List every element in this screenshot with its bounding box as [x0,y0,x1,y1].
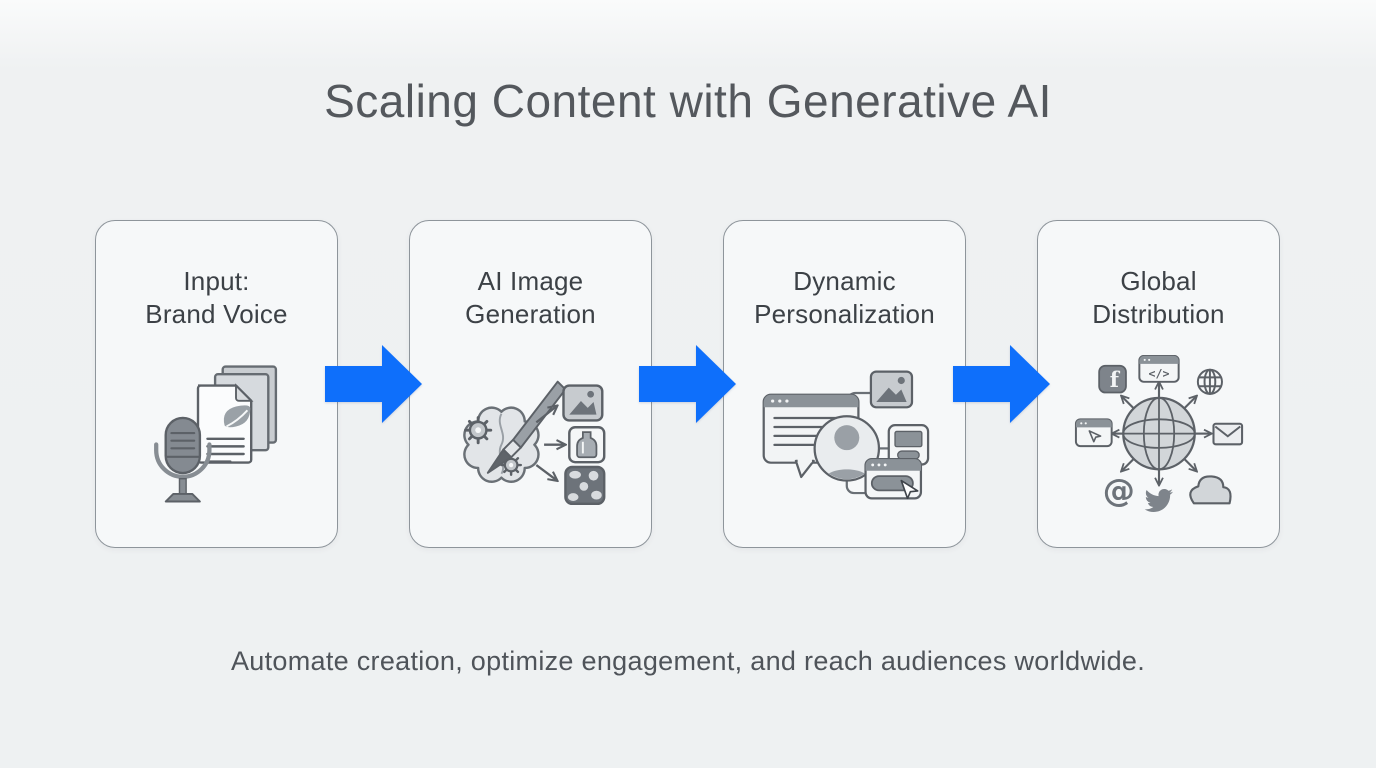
content-card-icon [887,423,929,466]
card-icon-area [760,331,930,547]
card-icon-area: </> f [1074,331,1244,547]
card-heading-line2: Distribution [1092,298,1225,329]
card-heading-line2: Brand Voice [145,298,288,329]
browser-button-icon [863,457,922,500]
gear-icon [463,415,492,444]
flow-arrow [953,344,1050,423]
brain-icon [462,405,540,483]
card-heading-line2: Personalization [754,298,935,329]
product-bottle-icon [567,425,605,463]
card-heading-line1: AI Image [477,265,584,296]
image-thumbnail-icon [869,369,913,408]
cloud-icon [1188,475,1232,505]
globe-channels-icon: </> f [1074,355,1243,512]
card-icon-area [141,331,293,547]
flow-row: Input: Brand Voice [95,219,1281,548]
svg-text:f: f [1109,368,1120,393]
leaf-logo-icon [223,404,250,427]
step-card-input-brand-voice: Input: Brand Voice [95,219,338,548]
at-sign-icon: @ [1102,471,1134,509]
flow-arrow-right-icon [325,344,422,423]
flow-arrow-right-icon [953,344,1050,423]
twitter-icon [1144,488,1173,512]
step-card-global-distribution: Global Distribution [1037,219,1280,548]
brain-paintbrush-icon [462,380,605,505]
avatar-content-icon [762,369,929,500]
microphone-icon [153,416,212,502]
generation-arrows [535,406,563,479]
card-heading: Dynamic Personalization [754,265,935,331]
card-heading-line1: Dynamic [793,265,896,296]
abstract-art-icon [563,465,605,505]
flow-arrow [639,344,736,423]
card-heading-line2: Generation [465,298,596,329]
image-thumbnail-icon [561,383,603,422]
caption-text: Automate creation, optimize engagement, … [230,646,1146,676]
browser-cursor-icon [1074,418,1113,448]
card-heading: AI Image Generation [465,265,596,331]
documents-icon [196,364,277,464]
step-card-ai-image-generation: AI Image Generation [409,219,652,548]
card-heading-line1: Global [1120,265,1197,296]
page-title: Scaling Content with Generative AI [324,75,1052,127]
distribution-arrows [1113,384,1209,484]
svg-text:</>: </> [1148,366,1169,380]
code-window-icon: </> [1137,355,1180,383]
card-heading: Global Distribution [1092,265,1224,331]
microphone-documents-icon [153,364,277,502]
paintbrush-icon [486,380,566,474]
flow-arrow [325,344,422,423]
email-icon [1211,422,1243,446]
card-icon-area [451,331,611,547]
web-globe-icon [1196,368,1223,395]
svg-text:@: @ [1102,471,1134,509]
facebook-icon: f [1097,364,1127,394]
card-heading-line1: Input: [183,265,250,296]
card-heading: Input: Brand Voice [145,265,287,331]
step-card-dynamic-personalization: Dynamic Personalization [723,219,966,548]
flow-arrow-right-icon [639,344,736,423]
user-avatar-icon [813,414,880,482]
cursor-icon [899,479,919,499]
